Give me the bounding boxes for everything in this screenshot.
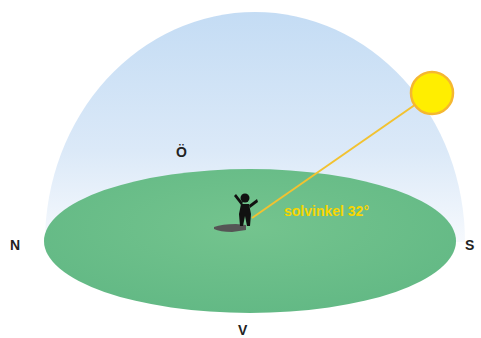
sun (411, 72, 453, 114)
sun-angle-label: solvinkel 32° (284, 204, 369, 218)
person-figure (234, 194, 258, 227)
compass-north: N (10, 238, 20, 252)
compass-south: S (465, 238, 474, 252)
compass-west: V (238, 323, 247, 337)
sun-ray (252, 93, 432, 218)
compass-east: Ö (176, 145, 187, 159)
ground-plane (44, 169, 456, 313)
